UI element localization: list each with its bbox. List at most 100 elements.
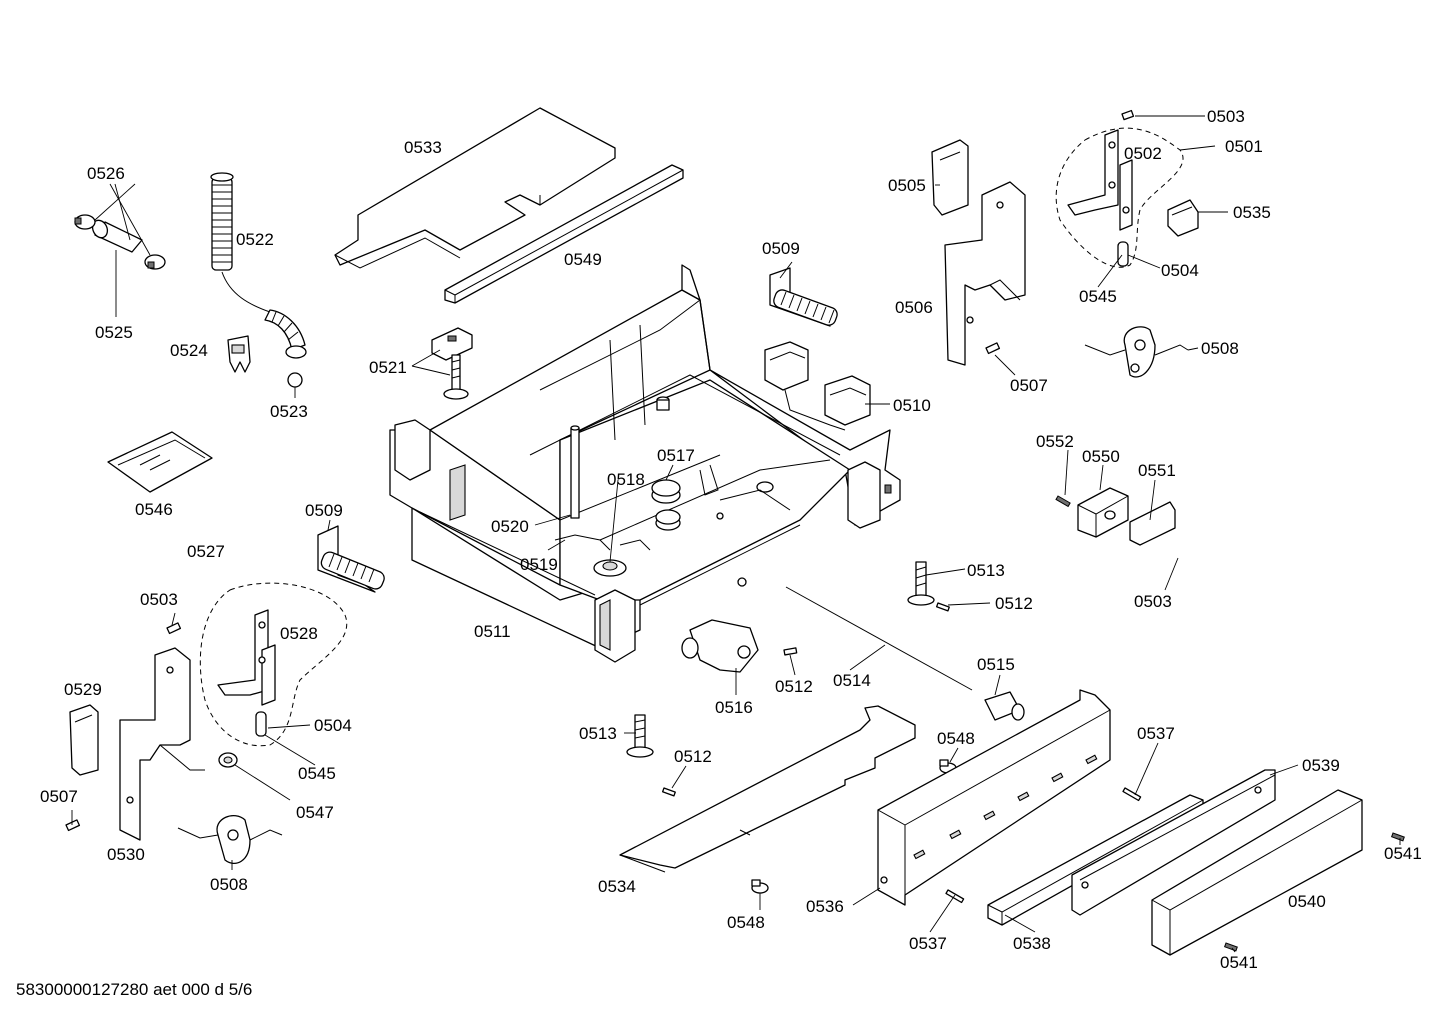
cover-0551 [1129,501,1176,546]
screw-0507b [65,819,81,832]
foot-0515 [984,691,1025,721]
screw-0537a [1122,787,1142,802]
label-0541: 0541 [1384,844,1422,863]
label-0533: 0533 [404,138,442,157]
label-0551: 0551 [1138,461,1176,480]
label-0547: 0547 [296,803,334,822]
label-0510: 0510 [893,396,931,415]
label-0503-left: 0503 [140,590,178,609]
screw-0552 [1055,495,1071,508]
screw-0541b [1223,942,1238,952]
label-0503-right: 0503 [1134,592,1172,611]
cover-plate-0533 [334,107,616,269]
clip-0524 [227,335,251,373]
label-0513-mid: 0513 [579,724,617,743]
screw-0512a [935,602,950,612]
label-0504-left: 0504 [314,716,352,735]
label-0524: 0524 [170,341,208,360]
connector-pipe-0525 [74,214,166,270]
label-0536: 0536 [806,897,844,916]
label-0512-mid: 0512 [775,677,813,696]
screw-0512b [783,647,798,656]
bracket-0529 [69,704,99,776]
label-0515: 0515 [977,655,1015,674]
screw-0548b [751,879,769,894]
bracket-0530 [119,647,205,841]
label-0501: 0501 [1225,137,1263,156]
panel-0540 [1151,789,1363,956]
label-0507-left: 0507 [40,787,78,806]
bar-strip-0549 [444,164,684,304]
label-0521: 0521 [369,358,407,377]
screw-0541a [1390,832,1405,842]
label-0548: 0548 [937,729,975,748]
label-0525: 0525 [95,323,133,342]
label-0507: 0507 [1010,376,1048,395]
label-0522: 0522 [236,230,274,249]
hose-set-0522 [210,172,307,388]
valve-0516 [681,619,759,673]
foot-0513b [626,714,654,758]
label-0527: 0527 [187,542,225,561]
label-0506: 0506 [895,298,933,317]
document-id-footer: 58300000127280 aet 000 d 5/6 [16,980,253,999]
label-0539: 0539 [1302,756,1340,775]
label-0535: 0535 [1233,203,1271,222]
label-0509: 0509 [762,239,800,258]
label-0550: 0550 [1082,447,1120,466]
leader-lines [71,115,1401,953]
label-0505: 0505 [888,176,926,195]
nut-0547 [218,752,238,768]
screw-0503a [1121,109,1135,121]
clip-0535 [1167,199,1199,237]
label-0511: 0511 [474,622,511,641]
label-0517: 0517 [657,446,695,465]
label-0502: 0502 [1124,144,1162,163]
label-0537: 0537 [1137,724,1175,743]
rod-0514 [785,586,973,691]
spring-bracket-0509-top [769,267,838,327]
label-0523: 0523 [270,402,308,421]
bracket-0506 [944,181,1026,366]
part-0521 [431,327,473,400]
label-0503: 0503 [1207,107,1245,126]
lever-0508b [177,815,283,864]
label-0552: 0552 [1036,432,1074,451]
panel-0539 [1071,769,1276,916]
label-0508: 0508 [1201,339,1239,358]
label-0508-left: 0508 [210,875,248,894]
base-tub-0511 [389,264,901,663]
label-0514: 0514 [833,671,871,690]
label-0519: 0519 [520,555,558,574]
label-0545-left: 0545 [298,764,336,783]
label-0526: 0526 [87,164,125,183]
bag-0546 [107,431,213,493]
screw-0512c [661,787,676,797]
label-0513: 0513 [967,561,1005,580]
screw-0537b [945,889,965,904]
label-0529: 0529 [64,680,102,699]
label-0512: 0512 [995,594,1033,613]
group-0527 [199,582,348,747]
panel-0536 [877,689,1111,906]
label-0538: 0538 [1013,934,1051,953]
label-0537-bottom: 0537 [909,934,947,953]
label-0545: 0545 [1079,287,1117,306]
spring-bracket-0509-left [317,525,385,593]
bracket-0505 [931,139,969,216]
label-0528: 0528 [280,624,318,643]
box-0550 [1077,487,1129,538]
label-0512-bottom: 0512 [674,747,712,766]
connectors-0510 [764,341,871,431]
foot-0513a [907,561,935,606]
label-0546: 0546 [135,500,173,519]
part-labels: 0503 0501 0502 0535 0504 0545 0508 0505 … [40,107,1422,972]
label-0520: 0520 [491,517,529,536]
label-0549: 0549 [564,250,602,269]
label-0540: 0540 [1288,892,1326,911]
label-0516: 0516 [715,698,753,717]
screw-0503b [166,622,182,635]
label-0530: 0530 [107,845,145,864]
label-0534: 0534 [598,877,636,896]
